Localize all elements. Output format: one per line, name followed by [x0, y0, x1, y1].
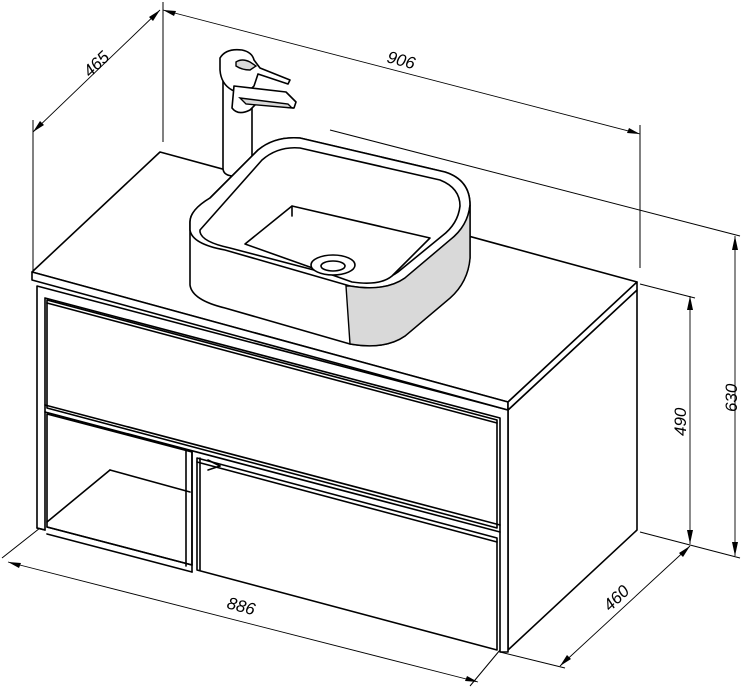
faucet [219, 48, 297, 177]
label-460: 460 [600, 581, 634, 615]
label-906: 906 [385, 48, 418, 74]
label-886: 886 [225, 594, 258, 620]
label-630: 630 [722, 383, 741, 412]
label-490: 490 [671, 407, 690, 436]
label-465: 465 [80, 47, 114, 81]
open-shelf [46, 413, 193, 573]
upper-drawer [46, 299, 498, 529]
lower-drawer [196, 457, 498, 651]
vessel-basin [189, 136, 471, 347]
